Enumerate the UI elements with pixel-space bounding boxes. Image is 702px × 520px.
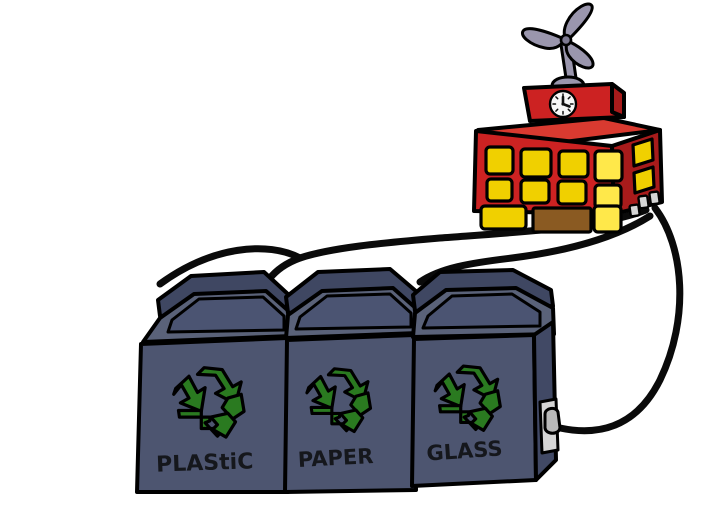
roof-clock-box-side bbox=[610, 82, 626, 119]
socket bbox=[637, 194, 650, 210]
turbine-hub bbox=[559, 33, 573, 47]
window bbox=[557, 149, 590, 179]
window bbox=[631, 137, 655, 168]
ground-floor-windows-and-door bbox=[479, 204, 623, 234]
bin-lid-slot bbox=[166, 295, 286, 334]
cable-to-glass bbox=[556, 204, 684, 435]
building-front-windows-row2 bbox=[485, 177, 623, 210]
cable-to-plastic-tail bbox=[156, 245, 304, 288]
bin-label: PLAStiC bbox=[156, 449, 254, 477]
building-front-windows-row1 bbox=[484, 145, 624, 183]
window bbox=[632, 165, 656, 195]
bin-lid-slot bbox=[294, 292, 413, 331]
window bbox=[556, 179, 588, 206]
window bbox=[485, 177, 514, 203]
cable-sockets bbox=[628, 190, 661, 218]
window bbox=[479, 204, 528, 231]
building-side-windows bbox=[631, 137, 656, 195]
socket bbox=[648, 190, 661, 206]
bin-label: GLASS bbox=[426, 436, 504, 465]
roof-clock bbox=[548, 89, 578, 119]
paper-bin[interactable]: PAPER bbox=[283, 267, 421, 494]
window bbox=[519, 147, 553, 179]
glass-bin[interactable]: GLASS bbox=[410, 268, 562, 488]
socket bbox=[628, 203, 641, 218]
window bbox=[592, 204, 623, 234]
window bbox=[593, 149, 624, 183]
cable-plug[interactable] bbox=[538, 397, 562, 455]
plug-head bbox=[543, 406, 562, 435]
bin-label: PAPER bbox=[297, 444, 374, 472]
turbine-blade-2 bbox=[521, 27, 565, 50]
window bbox=[519, 178, 551, 205]
bin-lid-slot bbox=[421, 292, 542, 330]
building-door[interactable] bbox=[531, 206, 593, 234]
window bbox=[484, 145, 515, 176]
plastic-bin[interactable]: PLAStiC bbox=[135, 270, 294, 494]
